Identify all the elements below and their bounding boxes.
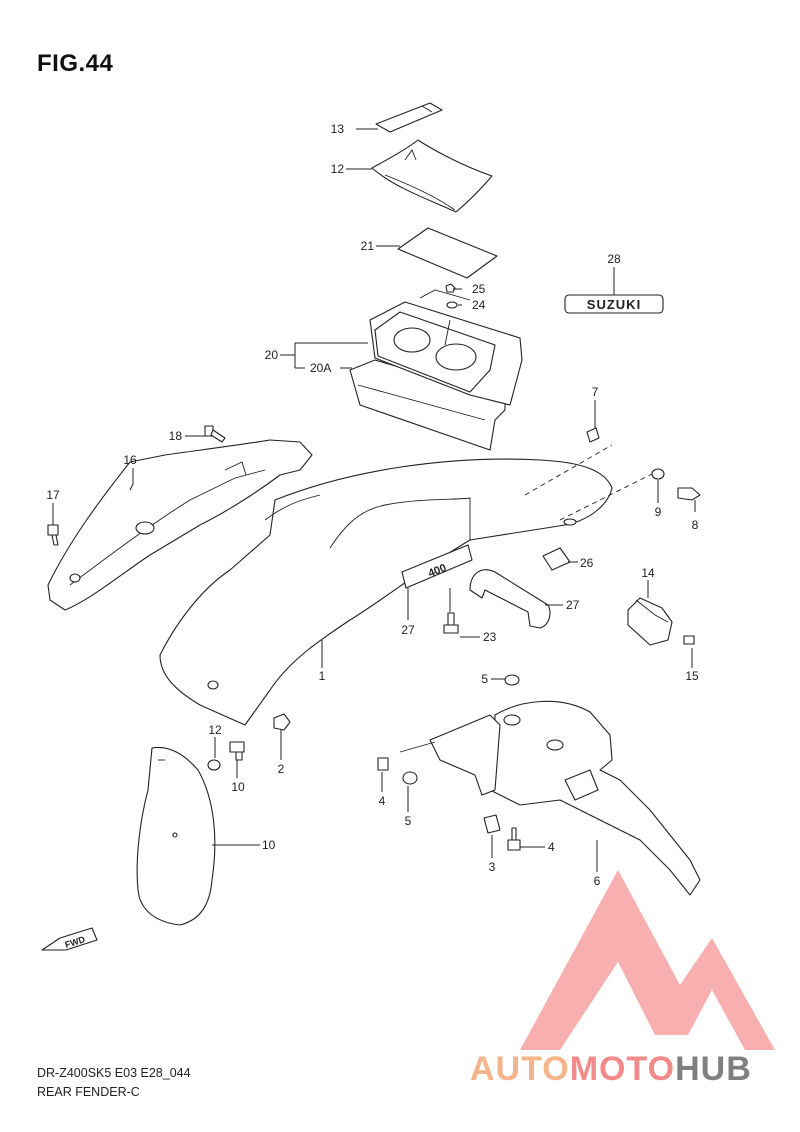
- callout-12: 12: [208, 723, 222, 737]
- part-pad: [542, 547, 571, 571]
- callout-7: 7: [592, 385, 599, 399]
- callout-22: 23: [483, 630, 497, 644]
- part-nut-2: [273, 713, 291, 731]
- callout-5a: 5: [481, 672, 488, 686]
- figure-footer: DR-Z400SK5 E03 E28_044 REAR FENDER-C: [37, 1064, 191, 1102]
- watermark-logo: [520, 870, 775, 1050]
- callout-23: 24: [472, 298, 486, 312]
- part-grip-handle: [469, 569, 551, 629]
- part-bolt-18: [47, 524, 59, 546]
- watermark-text: AUTOMOTOHUB: [470, 1050, 752, 1089]
- callout-labels: 13 12 21 25 24 20 20A 28 7 18 16 17 9 8 …: [46, 122, 699, 888]
- emblem-text: SUZUKI: [587, 297, 641, 312]
- part-nut: [445, 283, 456, 293]
- part-bolt-19: [204, 425, 226, 443]
- part-bolt-22: [443, 612, 459, 634]
- part-clip: [483, 814, 501, 834]
- part-washer-12: [207, 759, 221, 771]
- callout-25: 27: [566, 598, 580, 612]
- part-bolt-14: [683, 635, 695, 645]
- part-bolt-8: [677, 487, 701, 501]
- part-tool-tray: [369, 289, 523, 406]
- part-tool-bag: [371, 139, 493, 213]
- footer-model-code: DR-Z400SK5 E03 E28_044: [37, 1066, 191, 1080]
- part-plate: [397, 227, 498, 279]
- callout-9: 9: [655, 505, 662, 519]
- footer-part-name: REAR FENDER-C: [37, 1085, 140, 1099]
- callout-15: 12: [331, 162, 345, 176]
- callout-26: 26: [580, 556, 594, 570]
- callout-24: 25: [472, 282, 486, 296]
- callout-28: 28: [607, 252, 621, 266]
- callout-16: 13: [331, 122, 345, 136]
- callout-8: 8: [692, 518, 699, 532]
- callout-18: 17: [46, 488, 60, 502]
- part-bolt-4a: [377, 757, 389, 771]
- part-side-cover: [47, 439, 313, 611]
- callout-4a: 4: [379, 794, 386, 808]
- forward-arrow-icon: FWD: [41, 927, 98, 951]
- callout-27: 27: [401, 623, 415, 637]
- part-strap: [375, 102, 443, 133]
- part-collar-5b: [504, 674, 520, 686]
- callout-5b: 5: [405, 814, 412, 828]
- part-washer-9: [651, 468, 665, 480]
- callout-19: 18: [169, 429, 183, 443]
- callout-14: 15: [685, 669, 699, 683]
- callout-20: 20: [265, 348, 279, 362]
- callout-10: 10: [262, 838, 276, 852]
- part-reflector-unit: [627, 597, 673, 646]
- part-washer: [446, 301, 458, 309]
- part-bolt-4b: [507, 827, 521, 851]
- callout-6: 6: [594, 874, 601, 888]
- figure-title: FIG.44: [37, 50, 114, 77]
- part-license-bracket: [399, 700, 701, 896]
- callout-13: 14: [641, 566, 655, 580]
- suzuki-emblem: SUZUKI: [564, 294, 664, 314]
- callout-4b: 4: [548, 840, 555, 854]
- callout-11: 10: [231, 780, 245, 794]
- leader-lines: [52, 128, 696, 872]
- callout-21: 21: [361, 239, 375, 253]
- watermark-moto: MOTO: [569, 1050, 676, 1088]
- part-collar-5a: [402, 771, 418, 785]
- callout-3: 3: [489, 860, 496, 874]
- part-bolt-11: [229, 741, 245, 761]
- watermark-hub: HUB: [675, 1050, 752, 1088]
- watermark-auto: AUTO: [470, 1050, 570, 1088]
- part-grommet-7: [586, 427, 600, 443]
- callout-20A: 20A: [310, 361, 331, 375]
- callout-1: 1: [319, 669, 326, 683]
- part-mud-guard: [136, 746, 216, 926]
- callout-17: 16: [123, 453, 137, 467]
- callout-2: 2: [278, 762, 285, 776]
